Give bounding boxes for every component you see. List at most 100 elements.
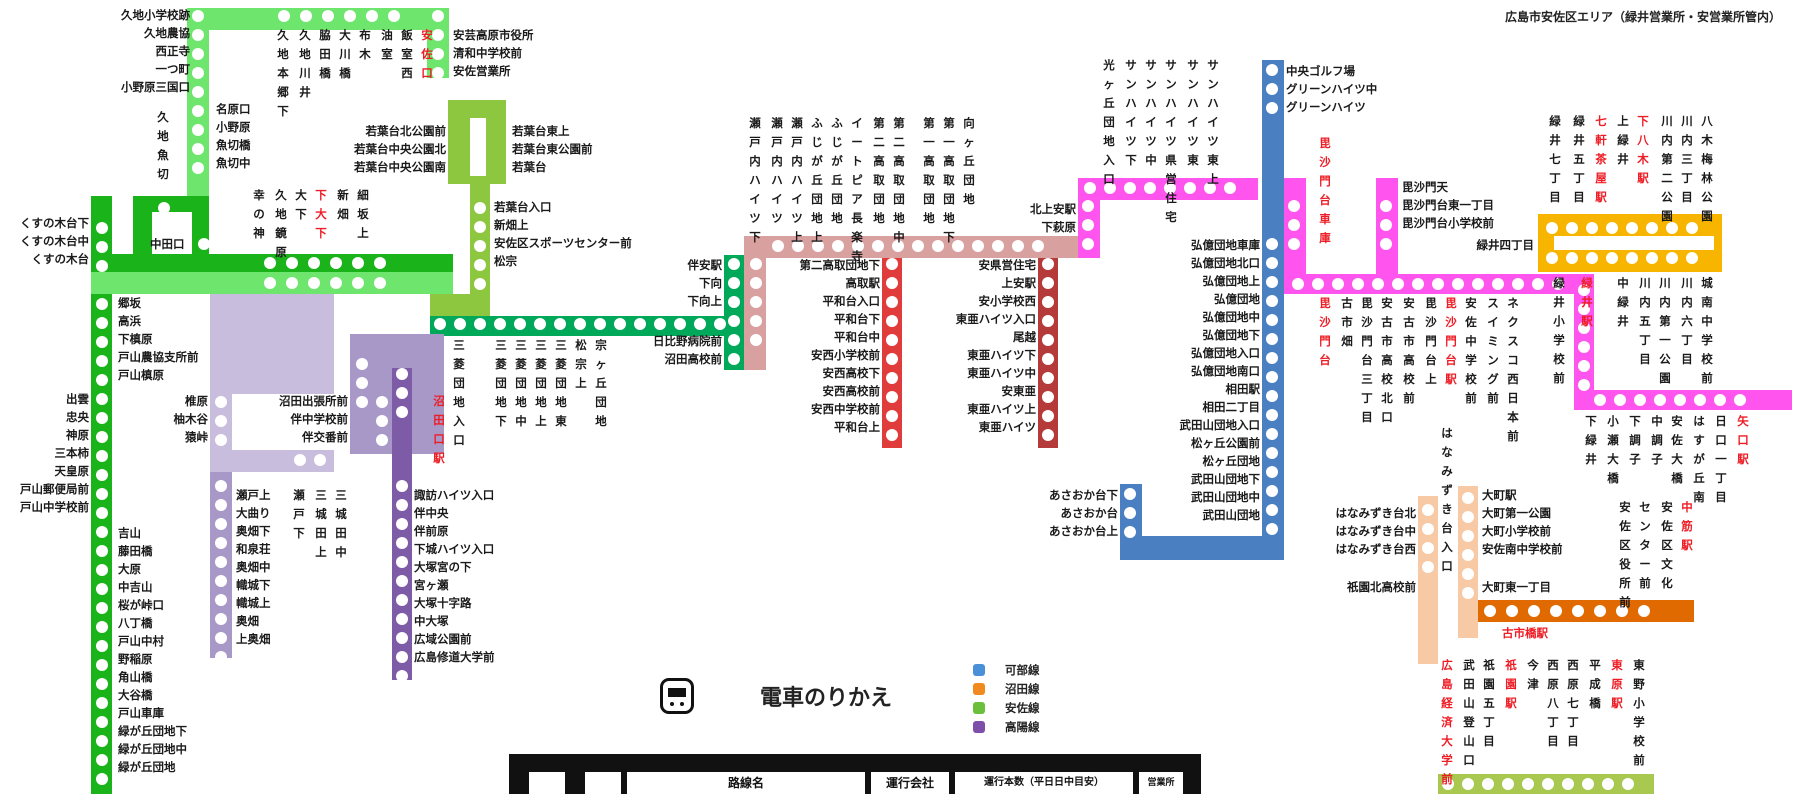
station-dot [972,240,984,252]
station-dot [812,240,824,252]
vertical-station-label: 久地川井 [299,28,311,99]
station-dot [330,257,342,269]
train-icon [660,678,694,714]
station-dot [1380,238,1392,250]
station-dot [396,632,408,644]
station-dot [96,260,108,272]
vertical-station-label: 小瀬大橋 [1607,414,1619,485]
station-dot [1572,605,1584,617]
legend: 可部線 沼田線 安佐線 高陽線 [973,660,1040,736]
station-dot [1566,252,1578,264]
station-dot [96,640,108,652]
vertical-station-label: 久地魚切 [157,110,169,181]
vertical-station-label: 三菱団地東 [555,338,567,428]
station-dot [1562,778,1574,790]
station-dot [96,545,108,557]
vertical-station-label: ネクスコ西日本前 [1507,296,1519,443]
station-dot [215,651,227,663]
station-dot [356,377,368,389]
station-dot [886,296,898,308]
station-dot [1578,284,1590,296]
station-dot [494,318,506,330]
station-dot [376,396,388,408]
vertical-station-label: 矢口駅 [1737,414,1749,466]
blue-train-icon [973,663,985,676]
station-dot [96,621,108,633]
station-dot [96,317,108,329]
purple-train-icon [973,720,985,733]
station-dot [728,334,740,346]
station-dot [96,602,108,614]
station-dot [1422,542,1434,554]
station-dot [1582,778,1594,790]
station-dot [356,358,368,370]
station-dot [832,240,844,252]
station-dot [96,222,108,234]
station-dot [1266,333,1278,345]
station-dot [1462,587,1474,599]
station-dot [1606,252,1618,264]
station-dot [1578,360,1590,372]
station-dot [474,278,486,290]
vertical-station-label: 第二高取団地 [873,116,885,225]
station-dot [215,537,227,549]
route-band-lime-left [430,294,490,316]
station-dot [96,412,108,424]
vertical-station-label: 第一高取団地 [923,116,935,225]
vertical-station-label: 光ヶ丘団地入口 [1103,58,1115,186]
vertical-station-label: 毘沙門台 [1319,296,1331,367]
vertical-station-label: 城南中学校前 [1701,276,1713,385]
station-dot [192,29,204,41]
station-dot [96,450,108,462]
legend-item: 安佐線 [973,698,1040,717]
numata-list: 沼田出張所前伴中学校前伴交番前 [279,394,348,444]
station-dot [432,48,444,60]
station-dot [1104,182,1116,194]
kamiyasu-station-list: 安県営住宅上安駅安小学校西東亜ハイツ入口尾越東亜ハイツ下東亜ハイツ中安東亜東亜ハ… [955,258,1036,434]
station-dot [1646,222,1658,234]
hanamizu-list: はなみずき台北はなみずき台中はなみずき台西祇園北高校前 [1335,506,1417,594]
vertical-station-label: 大川橋 [339,28,351,80]
vertical-station-label: 西原八丁目 [1547,658,1559,748]
vertical-station-label: 三菱団地中 [515,338,527,428]
station-dot [1578,303,1590,315]
asaoka-list: あさおか台下あさおか台あさおか台上 [1049,488,1118,538]
table-col-office: 営業所 [1139,772,1183,794]
station-dot [1502,778,1514,790]
station-dot [158,202,170,214]
station-dot [674,318,686,330]
vertical-station-label: 安古市高校前 [1403,296,1415,405]
station-dot [1616,605,1628,617]
station-dot [432,29,444,41]
vertical-station-label: 川内第二公園 [1661,114,1673,223]
vertical-station-label: 今津 [1527,658,1539,691]
station-dot [1266,276,1278,288]
station-dot [594,318,606,330]
kuchi-station-list: 久地小学校跡久地農協西正寺一つ町小野原三国口 [121,8,190,94]
station-dot [215,480,227,492]
station-dot [932,240,944,252]
station-dot [1372,278,1384,290]
station-dot [574,318,586,330]
station-dot [1528,605,1540,617]
station-dot [1042,296,1054,308]
station-dot [396,387,408,399]
station-dot [396,518,408,530]
vertical-station-label: スイミング前 [1487,296,1499,405]
vertical-station-label: 安佐区役所前 [1619,500,1631,609]
station-dot [1626,222,1638,234]
vertical-station-label: 緑井五丁目 [1573,114,1585,204]
station-dot [344,10,356,22]
station-dot [356,396,368,408]
route-band-peach-left [1418,496,1438,664]
station-dot [396,670,408,682]
station-dot [314,415,326,427]
station-dot [376,415,388,427]
station-dot [192,162,204,174]
station-dot [1266,295,1278,307]
vertical-station-label: 八木梅林公園 [1701,114,1713,223]
station-dot [1224,182,1236,194]
vertical-station-label: イートピア長楽寺 [851,116,863,263]
station-dot [1266,238,1278,250]
